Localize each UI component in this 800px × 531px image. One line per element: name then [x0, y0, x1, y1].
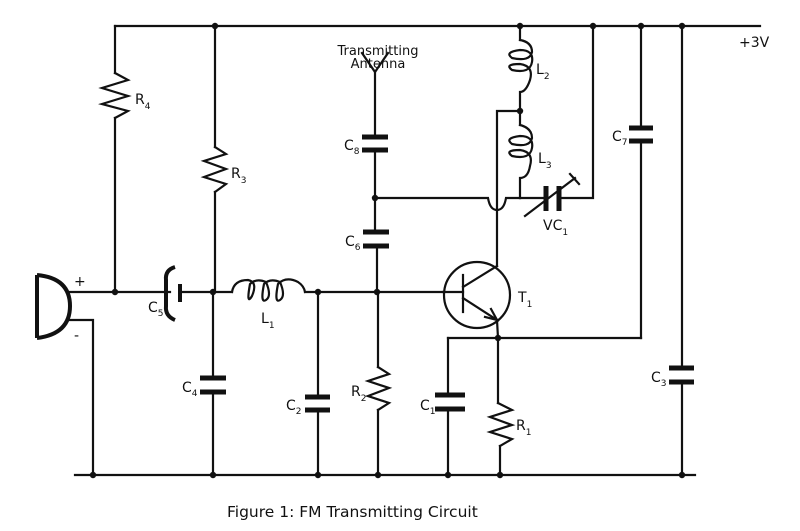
svg-text:C2: C2 — [286, 398, 302, 417]
label-c7: C7 — [612, 129, 628, 148]
capacitor-c2 — [305, 394, 330, 413]
svg-text:L3: L3 — [538, 151, 552, 171]
resistor-r1 — [486, 401, 516, 448]
junction-dot — [516, 22, 524, 30]
label-c8: C8 — [344, 138, 360, 157]
junction-dot — [637, 22, 645, 30]
junction-dot — [209, 471, 217, 479]
junction-dot — [444, 471, 452, 479]
variable-capacitor-vc1 — [523, 172, 581, 218]
label-l1: L1 — [261, 311, 275, 331]
inductor-l2 — [508, 38, 534, 113]
junction-dot — [496, 471, 504, 479]
label-c5: C5 — [148, 300, 164, 319]
figure-caption: Figure 1: FM Transmitting Circuit — [227, 503, 478, 521]
antenna-label-line2: Antenna — [351, 57, 406, 72]
label-l2: L2 — [536, 62, 550, 82]
junction-dot — [494, 334, 502, 342]
transistor-t1 — [441, 260, 512, 330]
svg-text:C3: C3 — [651, 370, 667, 389]
label-c4: C4 — [182, 380, 198, 399]
capacitor-c3 — [669, 365, 694, 385]
label-r3: R3 — [231, 166, 246, 186]
svg-text:VC1: VC1 — [543, 218, 568, 238]
label-c2: C2 — [286, 398, 302, 417]
svg-text:C8: C8 — [344, 138, 360, 157]
svg-text:T1: T1 — [517, 290, 532, 310]
junction-dot — [371, 194, 379, 202]
inductor-l3 — [508, 123, 534, 200]
wire-hop — [373, 196, 522, 212]
inductor-l1 — [230, 278, 307, 302]
junction-dot — [89, 471, 97, 479]
wire — [211, 190, 217, 380]
junction-dot — [589, 22, 597, 30]
svg-text:L2: L2 — [536, 62, 550, 82]
wire — [557, 24, 595, 200]
junction-dot — [209, 288, 217, 296]
capacitor-c8 — [362, 134, 388, 153]
svg-text:R3: R3 — [231, 166, 246, 186]
junction-dots — [89, 22, 686, 479]
junction-dot — [111, 288, 119, 296]
mic-minus-label: - — [74, 328, 79, 344]
svg-text:R4: R4 — [135, 92, 151, 112]
label-vc1: VC1 — [543, 218, 568, 238]
resistor-r2 — [364, 365, 393, 412]
resistor-r3 — [200, 145, 230, 194]
label-t1: T1 — [517, 290, 532, 310]
junction-dot — [373, 288, 381, 296]
capacitor-c7 — [629, 125, 653, 144]
resistor-r4 — [98, 71, 132, 120]
capacitor-c4 — [200, 375, 226, 395]
label-r4: R4 — [135, 92, 151, 112]
label-c6: C6 — [345, 234, 361, 253]
label-r1: R1 — [516, 418, 531, 438]
junction-dot — [678, 22, 686, 30]
junction-dot — [374, 471, 382, 479]
svg-text:L1: L1 — [261, 311, 275, 331]
capacitor-c5 — [163, 265, 182, 322]
label-l3: L3 — [538, 151, 552, 171]
junction-dot — [211, 22, 219, 30]
label-r2: R2 — [351, 384, 366, 404]
svg-text:C7: C7 — [612, 129, 628, 148]
capacitor-c1 — [435, 392, 465, 412]
svg-text:C5: C5 — [148, 300, 164, 319]
svg-text:C4: C4 — [182, 380, 198, 399]
antenna-label-line1: Transmitting — [337, 44, 419, 59]
mic-negative-wire — [68, 318, 95, 477]
wire — [495, 109, 522, 268]
svg-text:C6: C6 — [345, 234, 361, 253]
label-c3: C3 — [651, 370, 667, 389]
mic-plus-label: + — [74, 274, 86, 290]
microphone-icon — [35, 273, 73, 340]
capacitor-c6 — [363, 229, 389, 249]
supply-voltage-label: +3V — [739, 35, 770, 51]
junction-dot — [314, 288, 322, 296]
svg-text:C1: C1 — [420, 398, 436, 417]
junction-dot — [314, 471, 322, 479]
junction-dot — [678, 471, 686, 479]
junction-dot — [516, 107, 524, 115]
svg-text:R1: R1 — [516, 418, 531, 438]
svg-text:R2: R2 — [351, 384, 366, 404]
label-c1: C1 — [420, 398, 436, 417]
